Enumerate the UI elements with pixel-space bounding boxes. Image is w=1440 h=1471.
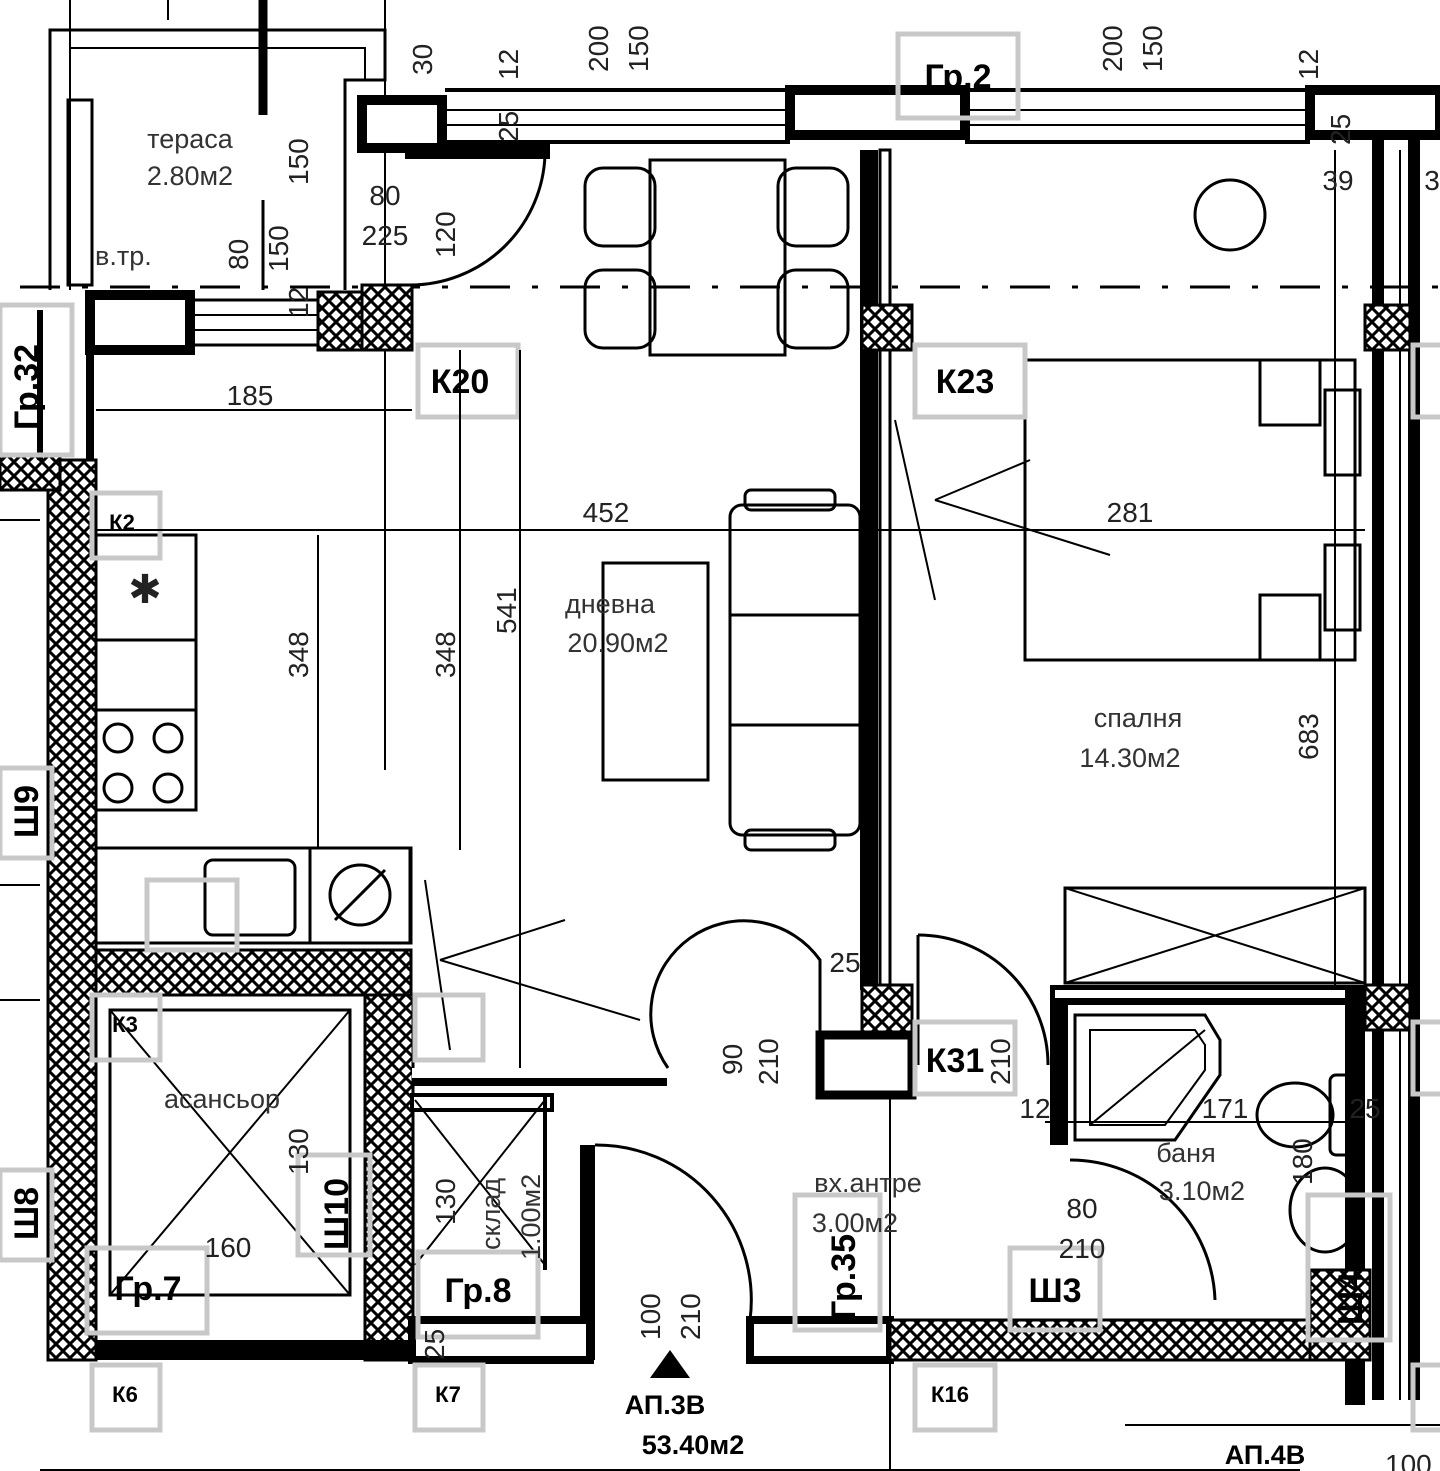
dim-label: 150	[623, 25, 654, 72]
apartment-name: АП.3В	[625, 1390, 706, 1420]
dim-label: 281	[1107, 497, 1154, 528]
terrace-area: 2.80м2	[147, 161, 233, 191]
dim-label: 12	[283, 287, 314, 318]
dim-label: 12	[1293, 49, 1324, 80]
next-apartment-name: АП.4В	[1225, 1440, 1306, 1470]
tag-k2: К2	[109, 510, 135, 535]
dim-label: 12	[493, 49, 524, 80]
dim-label: 100	[635, 1293, 666, 1340]
dim-label: 200	[1097, 25, 1128, 72]
living-area: 20.90м2	[567, 628, 668, 658]
bedroom-area: 14.30м2	[1079, 743, 1180, 773]
tag-gr35: Гр.35	[825, 1234, 863, 1320]
dim-label: 130	[283, 1128, 314, 1175]
tag-k16: К16	[931, 1382, 969, 1407]
entrance-arrow-icon	[650, 1350, 690, 1378]
tag-k23: К23	[936, 363, 995, 401]
dim-label: 171	[1202, 1093, 1249, 1124]
hall-name: вх.антре	[814, 1168, 922, 1198]
dim-label: 200	[583, 25, 614, 72]
hall-area: 3.00м2	[812, 1208, 898, 1238]
dim-label: 130	[430, 1178, 461, 1225]
dim-label: 225	[362, 220, 409, 251]
dim-label: 348	[430, 631, 461, 678]
tag-k7: К7	[435, 1382, 461, 1407]
dim-label: 210	[675, 1293, 706, 1340]
dim-label: 80	[1066, 1193, 1097, 1224]
dim-label: 180	[1287, 1138, 1318, 1185]
walls	[0, 85, 1440, 1405]
dim-label: 120	[430, 211, 461, 258]
dim-label: 39	[1322, 165, 1353, 196]
dim-label: 12	[1019, 1093, 1050, 1124]
tag-sh8: Ш8	[8, 1187, 46, 1240]
dim-label: 90	[717, 1044, 748, 1075]
storage-area: 1.00м2	[516, 1174, 546, 1260]
dim-label: 452	[583, 497, 630, 528]
room-labels: тераса 2.80м2 в.тр. дневна 20.90м2 спалн…	[95, 124, 1245, 1260]
tag-labels: Гр.2 Гр.32 К20 К23 К2 Ш9 К3 Ш10 Ш8 Гр.7 …	[8, 58, 1370, 1407]
dim-label: 25	[419, 1329, 450, 1360]
storage-name: склад	[476, 1178, 506, 1250]
vtr-note: в.тр.	[95, 241, 152, 271]
elevator-name: асансьор	[164, 1084, 280, 1114]
apartment-labels: АП.3В 53.40м2 АП.4В 100	[625, 1350, 1432, 1471]
terrace	[48, 0, 387, 290]
terrace-name: тераса	[147, 124, 234, 154]
dim-label: 30	[407, 44, 438, 75]
tag-sh4: Ш4	[1332, 1272, 1370, 1325]
tag-k3: К3	[112, 1012, 138, 1037]
tag-boxes	[0, 31, 1440, 1433]
dim-label: 160	[205, 1232, 252, 1263]
dim-label: 210	[1059, 1233, 1106, 1264]
tag-sh10: Ш10	[318, 1178, 356, 1250]
dim-label: 348	[283, 631, 314, 678]
dim-label: 150	[283, 138, 314, 185]
tag-sh9: Ш9	[8, 785, 46, 838]
bath-area: 3.10м2	[1159, 1176, 1245, 1206]
dim-label: 185	[227, 380, 274, 411]
dim-label: 683	[1293, 713, 1324, 760]
tag-k31: К31	[926, 1042, 985, 1080]
apartment-area: 53.40м2	[642, 1430, 745, 1460]
dim-label: 150	[263, 225, 294, 272]
dim-label: 25	[1349, 1093, 1380, 1124]
dim-label: 3	[1424, 165, 1440, 196]
bath-name: баня	[1156, 1138, 1215, 1168]
tag-gr8: Гр.8	[444, 1272, 511, 1310]
dim-label: 25	[829, 947, 860, 978]
dim-label: 80	[369, 180, 400, 211]
living-name: дневна	[565, 589, 656, 619]
tag-gr7: Гр.7	[114, 1270, 181, 1308]
dim-label: 541	[491, 587, 522, 634]
bedroom-name: спалня	[1094, 703, 1182, 733]
fridge-icon: ✱	[128, 568, 162, 612]
dim-label: 25	[493, 111, 524, 142]
tag-k6: К6	[112, 1382, 138, 1407]
dim-label: 150	[1137, 25, 1168, 72]
tag-k20: К20	[431, 363, 490, 401]
dim-label: 210	[985, 1038, 1016, 1085]
dim-label: 25	[1325, 114, 1356, 145]
dim-label: 80	[223, 239, 254, 270]
next-apartment-area: 100	[1385, 1449, 1432, 1471]
dimension-lines	[96, 150, 1365, 1123]
tag-gr32: Гр.32	[8, 344, 46, 430]
dimension-labels: 30 12 200 150 200 150 12 25 150 80 225 1…	[205, 25, 1440, 1360]
tag-sh3: Ш3	[1028, 1272, 1081, 1310]
doors	[409, 154, 1217, 1321]
dim-label: 210	[753, 1038, 784, 1085]
tag-gr2: Гр.2	[924, 58, 991, 96]
